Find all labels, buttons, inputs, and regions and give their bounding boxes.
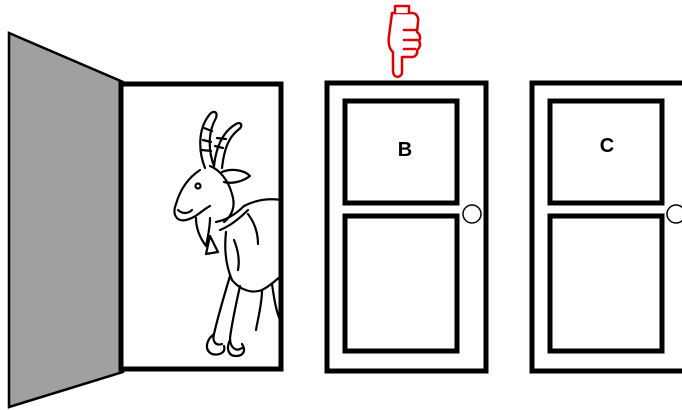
open-door-a[interactable] bbox=[9, 33, 281, 407]
door-b-label: B bbox=[385, 140, 425, 160]
door-c-lower-panel bbox=[550, 216, 662, 351]
door-c-label: C bbox=[587, 136, 627, 156]
door-b[interactable] bbox=[327, 83, 486, 371]
open-door-panel bbox=[9, 33, 123, 407]
pointing-hand-icon bbox=[389, 6, 420, 77]
door-c-knob bbox=[667, 205, 682, 223]
door-c[interactable] bbox=[532, 83, 682, 371]
door-b-knob bbox=[463, 205, 481, 223]
door-b-lower-panel bbox=[345, 216, 457, 351]
